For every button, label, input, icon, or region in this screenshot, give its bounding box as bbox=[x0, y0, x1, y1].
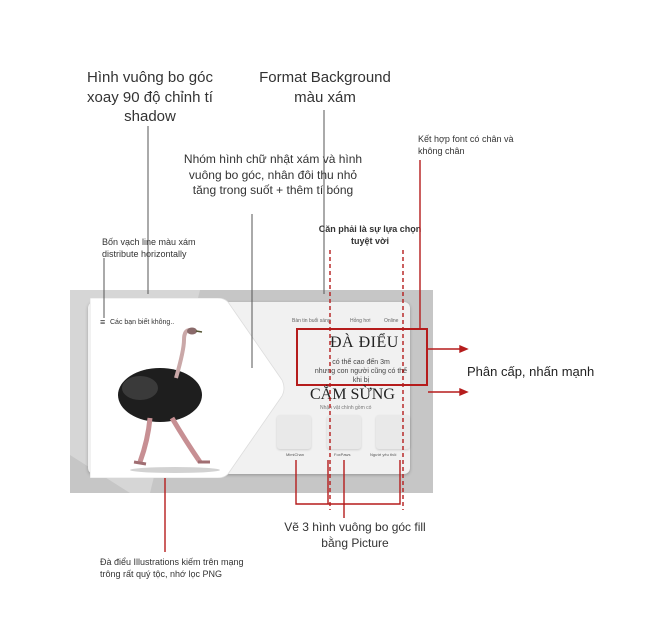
slide-nav-1: Bàn tin buổi sáng bbox=[292, 318, 331, 324]
slide-nav-3: Online bbox=[384, 318, 399, 324]
slide-title: Các bạn biết không.. bbox=[110, 319, 175, 326]
annotation-three-squares: Vẽ 3 hình vuông bo góc fill bằng Picture bbox=[284, 520, 426, 550]
annotation-font-combo: Kết hợp font có chân và không chân bbox=[418, 134, 514, 156]
slide-nav-2: Hỏng hơi bbox=[350, 318, 371, 324]
hierarchy-highlight-box bbox=[296, 328, 428, 386]
thumb-label-1: MimiChan bbox=[286, 452, 305, 457]
slide-caption: Nhận vật chính gồm có bbox=[320, 405, 372, 411]
thumb-label-3: Người yêu thôi bbox=[370, 452, 397, 457]
slide-heading: ĐÀ ĐIỂU bbox=[330, 334, 399, 351]
menu-icon: ≡ bbox=[100, 317, 106, 327]
annotation-hierarchy: Phân cấp, nhấn mạnh bbox=[467, 364, 595, 379]
annotation-format-background: Format Background màu xám bbox=[259, 69, 391, 106]
slide-subline-1: có thể cao đến 3m bbox=[332, 359, 390, 366]
annotation-ostrich: Đà điểu Illustrations kiếm trên mạng trô… bbox=[100, 557, 244, 579]
annotation-four-lines: Bốn vạch line màu xám distribute horizon… bbox=[102, 237, 196, 259]
slide-subline-3: khi bị bbox=[352, 377, 370, 384]
slide-subline-2: nhưng con người cũng có thể bbox=[314, 368, 408, 375]
annotation-group-rects: Nhóm hình chữ nhật xám và hình vuông bo … bbox=[183, 152, 363, 198]
picture-square-3 bbox=[376, 415, 410, 449]
slide-heading-2: CẮM SỪNG bbox=[310, 386, 395, 403]
annotation-rounded-square: Hình vuông bo góc xoay 90 độ chỉnh tí sh… bbox=[87, 69, 213, 125]
picture-square-2 bbox=[327, 415, 361, 449]
picture-square-1 bbox=[277, 415, 311, 449]
annotation-alignment: Căn phải là sự lựa chọn tuyệt vời bbox=[318, 224, 422, 246]
thumb-label-2: FoxPaws bbox=[334, 452, 351, 457]
